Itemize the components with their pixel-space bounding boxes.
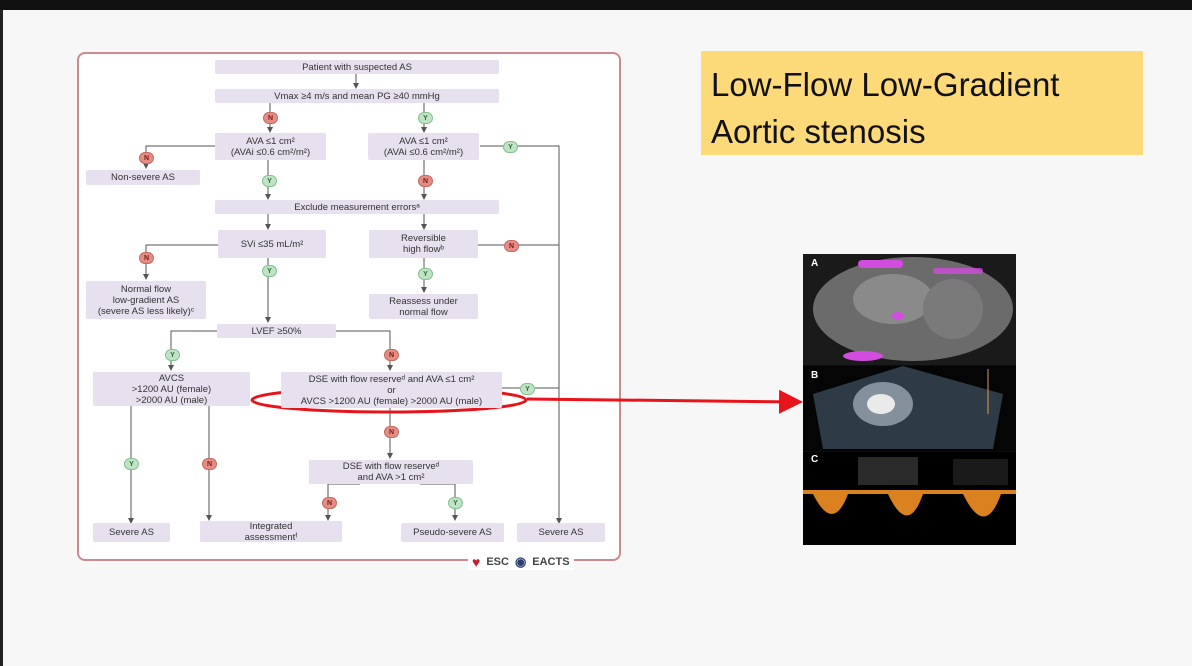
- panel-label-b: B: [811, 370, 819, 381]
- window-top-bar: [0, 0, 1192, 10]
- badge-yes: Y: [448, 497, 463, 509]
- badge-yes: Y: [262, 265, 277, 277]
- node-lvef: LVEF ≥50%: [217, 324, 336, 338]
- node-ava-right: AVA ≤1 cm² (AVAi ≤0.6 cm²/m²): [368, 133, 479, 160]
- node-pseudo-severe-as: Pseudo-severe AS: [401, 523, 504, 542]
- imaging-panels: [803, 254, 1016, 545]
- slide-title-line-2: Aortic stenosis: [711, 113, 926, 150]
- badge-yes: Y: [418, 112, 433, 124]
- badge-no: N: [139, 152, 154, 164]
- badge-yes: Y: [124, 458, 139, 470]
- node-severe-as-right: Severe AS: [517, 523, 605, 542]
- badge-no: N: [202, 458, 217, 470]
- badge-yes: Y: [503, 141, 518, 153]
- node-non-severe-as: Non-severe AS: [86, 170, 200, 185]
- slide-title-box: Low-Flow Low-Gradient Aortic stenosis: [701, 51, 1143, 155]
- society-logos: ♥ ESC ◉ EACTS: [468, 554, 574, 570]
- badge-yes: Y: [262, 175, 277, 187]
- globe-icon: ◉: [514, 554, 527, 569]
- badge-no: N: [504, 240, 519, 252]
- node-ava-left: AVA ≤1 cm² (AVAi ≤0.6 cm²/m²): [215, 133, 326, 160]
- badge-no: N: [322, 497, 337, 509]
- imaging-figure: A B C: [803, 254, 1016, 545]
- node-severe-as-left: Severe AS: [93, 523, 170, 542]
- node-normal-flow: Normal flow low-gradient AS (severe AS l…: [86, 281, 206, 319]
- slide-title-line-1: Low-Flow Low-Gradient: [711, 66, 1060, 103]
- badge-no: N: [384, 426, 399, 438]
- badge-no: N: [263, 112, 278, 124]
- panel-label-c: C: [811, 454, 819, 465]
- node-dse-flow-reserve-2: DSE with flow reserveᵈ and AVA >1 cm²: [309, 460, 473, 484]
- eacts-logo-text: EACTS: [532, 556, 570, 568]
- node-dse-flow-reserve-1: DSE with flow reserveᵈ and AVA ≤1 cm² or…: [281, 372, 502, 408]
- node-avcs: AVCS >1200 AU (female) >2000 AU (male): [93, 372, 250, 406]
- badge-no: N: [418, 175, 433, 187]
- heart-icon: ♥: [472, 554, 481, 570]
- node-integrated-assessment: Integrated assessmentᶠ: [200, 521, 342, 543]
- node-svi: SVi ≤35 mL/m²: [218, 230, 326, 258]
- esc-logo-text: ESC: [486, 556, 509, 568]
- node-reassess: Reassess under normal flow: [369, 294, 478, 319]
- node-exclude-errors: Exclude measurement errorsᵃ: [215, 200, 499, 214]
- badge-yes: Y: [520, 383, 535, 395]
- node-reversible-flow: Reversible high flowᵇ: [369, 230, 478, 258]
- node-vmax: Vmax ≥4 m/s and mean PG ≥40 mmHg: [215, 89, 499, 103]
- badge-no: N: [139, 252, 154, 264]
- window-left-edge: [0, 10, 3, 666]
- badge-no: N: [384, 349, 399, 361]
- highlight-arrow: [526, 389, 803, 414]
- badge-yes: Y: [418, 268, 433, 280]
- badge-yes: Y: [165, 349, 180, 361]
- node-suspected-as: Patient with suspected AS: [215, 60, 499, 74]
- panel-label-a: A: [811, 258, 819, 269]
